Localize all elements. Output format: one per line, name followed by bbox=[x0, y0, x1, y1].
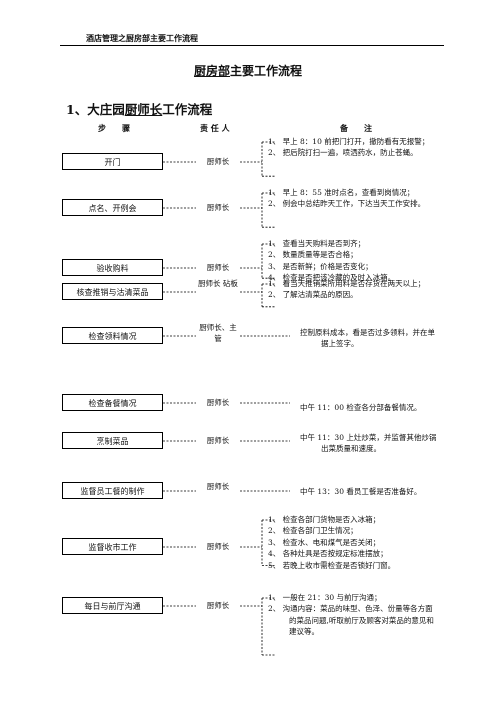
remark-block: 中午 11：00 检查各分部备餐情况。 bbox=[300, 402, 440, 413]
remark-item: 4、 检查是否把该冷藏的及时入冰箱。 bbox=[268, 273, 396, 283]
remark-item: 1、 早上 8：10 前把门打开，撤防看有无报警； bbox=[268, 137, 430, 146]
remark-item: 1、 早上 8：55 准时点名，查看到岗情况； bbox=[268, 188, 415, 197]
column-header-remarks: 备 注 bbox=[340, 123, 372, 133]
remark-item: 2、 把后院打扫一遍，喷洒药水，防止苍蝇。 bbox=[268, 148, 418, 158]
remark-block: 1、 检查各部门货物是否入冰箱； 2、 检查各部门卫生情况；3、 检查水、电和煤气… bbox=[268, 514, 438, 571]
remark-block: 1、 看当天推销菜所用料是否存货在两天以上； 2、 了解沽清菜品的原因。 bbox=[268, 278, 438, 301]
responsible-person: 厨师长 砧板 bbox=[198, 279, 238, 288]
responsible-person: 厨师长、主管 bbox=[199, 323, 237, 343]
remark-item: 1、 查看当天购料是否到齐； bbox=[268, 239, 366, 248]
column-header-step: 步 骤 bbox=[98, 123, 130, 133]
flow-step-box: 每日与前厅沟通 bbox=[62, 597, 163, 614]
remark-block: 控制原料成本，看是否过多领料，并在单据上签字。 bbox=[300, 327, 440, 350]
responsible-person: 厨师长 bbox=[206, 203, 230, 212]
remark-item: 5、 若晚上收市需检查是否锁好门窗。 bbox=[268, 560, 396, 570]
remark-item: 2、 数量质量等是否合格； bbox=[268, 250, 358, 260]
remark-block: 1、 一般在 21：30 与前厅沟通； 2、 沟通内容：菜品的味型、色泽、份量等各… bbox=[268, 592, 438, 638]
column-header-responsible: 责 任 人 bbox=[200, 123, 230, 133]
flow-step-box: 烹制菜品 bbox=[62, 432, 163, 449]
remark-item: 中午 11：30 上灶炒菜，并监督其他炒锅出菜质量和速度。 bbox=[300, 433, 437, 454]
flow-step-box: 监督收市工作 bbox=[62, 538, 163, 555]
header-rule bbox=[60, 45, 444, 46]
flow-step-box: 核查推销与沽清菜品 bbox=[62, 283, 163, 300]
title-suffix: 主要工作流程 bbox=[230, 64, 303, 78]
document-title: 厨房部主要工作流程 bbox=[0, 62, 496, 79]
remark-item: 1、 看当天推销菜所用料是否存货在两天以上； bbox=[268, 279, 426, 288]
flow-step-box: 验收购料 bbox=[62, 259, 163, 276]
remark-item: 4、 各种灶具是否按规定标准摆放； bbox=[268, 549, 388, 559]
flow-step-box: 检查领料情况 bbox=[62, 327, 163, 344]
section-prefix: 大庄园 bbox=[87, 102, 125, 117]
remark-block: 1、 早上 8：55 准时点名，查看到岗情况； 2、 例会中总结昨天工作，下达当天… bbox=[268, 187, 438, 210]
remark-item: 2、 了解沽清菜品的原因。 bbox=[268, 290, 358, 300]
page-header: 酒店管理之厨房部主要工作流程 bbox=[86, 33, 198, 43]
section-suffix: 工作流程 bbox=[162, 102, 213, 117]
remark-block: 1、 查看当天购料是否到齐； 2、 数量质量等是否合格；3、 是否新鲜；价格是否变… bbox=[268, 238, 438, 284]
responsible-person: 厨师长 bbox=[206, 263, 230, 272]
flow-step-box: 监督员工餐的制作 bbox=[62, 482, 163, 499]
flow-step-box: 点名、开例会 bbox=[62, 199, 163, 216]
responsible-person: 厨师长 bbox=[206, 542, 230, 551]
section-number: 1、 bbox=[66, 102, 88, 117]
remark-item: 中午 13：30 看员工餐是否准备好。 bbox=[300, 487, 422, 496]
flow-step-box: 检查备餐情况 bbox=[62, 394, 163, 411]
remark-item: 中午 11：00 检查各分部备餐情况。 bbox=[300, 403, 422, 412]
remark-item: 2、 检查各部门卫生情况； bbox=[268, 526, 358, 536]
remark-block: 1、 早上 8：10 前把门打开，撤防看有无报警； 2、 把后院打扫一遍，喷洒药水… bbox=[268, 136, 438, 159]
remark-block: 中午 13：30 看员工餐是否准备好。 bbox=[300, 486, 440, 497]
remark-item: 控制原料成本，看是否过多领料，并在单据上签字。 bbox=[300, 328, 435, 349]
remark-item: 2、 沟通内容：菜品的味型、色泽、份量等各方面的菜品问题,听取前厅及顾客对菜品的… bbox=[268, 604, 434, 637]
responsible-person: 厨师长 bbox=[206, 601, 230, 610]
remark-item: 2、 例会中总结昨天工作，下达当天工作安排。 bbox=[268, 199, 426, 209]
title-prefix: 厨房部 bbox=[193, 64, 230, 78]
flow-step-box: 开门 bbox=[62, 153, 163, 170]
responsible-person: 厨师长 bbox=[206, 157, 230, 166]
responsible-person: 厨师长 bbox=[206, 436, 230, 445]
remark-block: 中午 11：30 上灶炒菜，并监督其他炒锅出菜质量和速度。 bbox=[300, 432, 440, 455]
section-underlined: 厨师长 bbox=[124, 102, 163, 117]
remark-item: 3、 是否新鲜；价格是否变化； bbox=[268, 261, 373, 271]
remark-item: 1、 一般在 21：30 与前厅沟通； bbox=[268, 593, 382, 602]
responsible-person: 厨师长 bbox=[206, 398, 230, 407]
section-heading: 1、大庄园厨师长工作流程 bbox=[66, 99, 212, 118]
responsible-person: 厨师长 bbox=[206, 482, 230, 491]
remark-item: 3、 检查水、电和煤气是否关闭； bbox=[268, 537, 381, 547]
remark-item: 1、 检查各部门货物是否入冰箱； bbox=[268, 515, 381, 524]
